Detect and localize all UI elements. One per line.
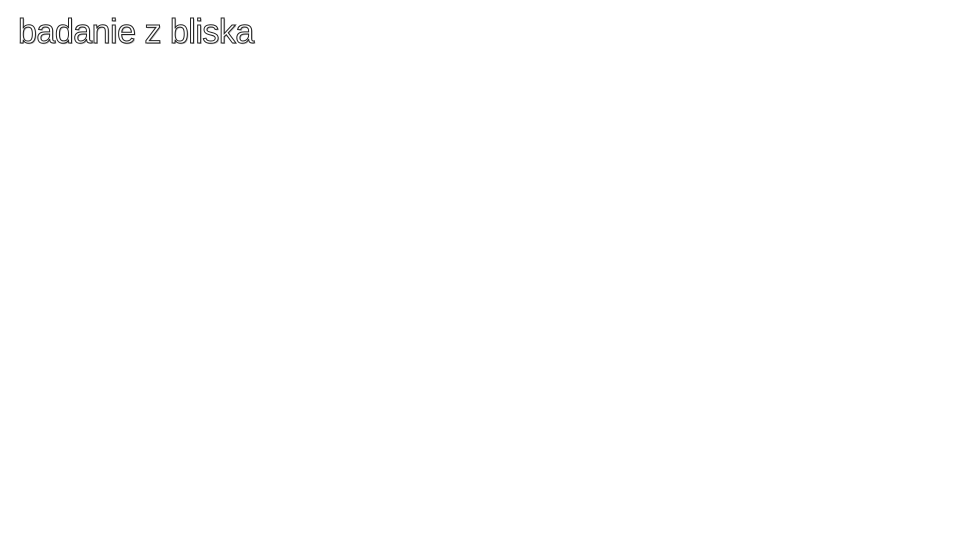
page-title: badanie z bliska xyxy=(18,13,255,52)
